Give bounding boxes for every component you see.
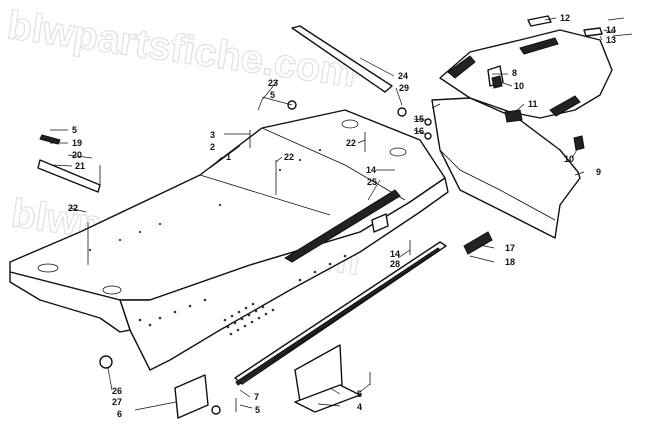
tunnel-front-hole-2: [102, 285, 122, 295]
callout-labels: 1 2 3 4 5 5 5 5 6 7 8 9 10 10 11 12 13 1…: [68, 13, 616, 419]
callout-15: 15: [414, 114, 424, 124]
bumper-cap-13: [583, 27, 603, 37]
rear-bumper-assembly: [439, 15, 633, 119]
callout-14-top: 14: [606, 25, 616, 35]
callout-5-bottom: 5: [255, 405, 260, 415]
snow-flap-24: [291, 25, 393, 93]
callout-14-mid: 14: [366, 165, 376, 175]
watermark: blwpartsfiche.com: [5, 3, 359, 95]
bumper-grip-top: [519, 37, 559, 55]
tunnel-front-flange: [9, 271, 131, 333]
rear-bumper: [439, 29, 613, 119]
callout-5-right: 5: [357, 389, 362, 399]
leader-lines: [50, 17, 615, 411]
callout-28: 28: [390, 259, 400, 269]
callout-13: 13: [606, 35, 616, 45]
callout-5-top: 5: [270, 90, 275, 100]
tunnel-top-hole-2: [389, 147, 407, 157]
clip-10-lower: [573, 135, 585, 151]
callout-6: 6: [117, 409, 122, 419]
callout-12: 12: [560, 13, 570, 23]
tunnel-logo-emblem: [371, 213, 389, 233]
bolt-14-top: [607, 17, 633, 37]
bumper-cap-12: [527, 15, 552, 27]
tunnel-assembly: [9, 109, 449, 371]
callout-10-upper: 10: [514, 81, 524, 91]
callout-14-low: 14: [390, 249, 400, 259]
clip-10-upper: [491, 75, 503, 89]
rear-flap-edge: [439, 149, 556, 221]
washer-29: [397, 107, 407, 117]
callout-1: 1: [226, 152, 231, 162]
bracket-6: [174, 374, 209, 419]
callout-10-lower: 10: [564, 154, 574, 164]
callout-8: 8: [512, 68, 517, 78]
callout-23: 23: [268, 78, 278, 88]
hardware-bolts: [87, 100, 411, 415]
callout-5-left: 5: [72, 125, 77, 135]
tunnel-decal-strip: [284, 189, 401, 263]
callout-25: 25: [367, 177, 377, 187]
callout-24: 24: [398, 71, 408, 81]
callout-27: 27: [112, 397, 122, 407]
tunnel-front-hole: [37, 263, 59, 273]
callout-3: 3: [210, 130, 215, 140]
callout-22-center: 22: [284, 152, 294, 162]
callout-11: 11: [528, 99, 538, 109]
grommet-26: [99, 355, 113, 369]
callout-22-left: 22: [68, 203, 78, 213]
bumper-grip-right: [549, 95, 581, 117]
callout-2: 2: [210, 142, 215, 152]
running-board-edge: [235, 247, 441, 386]
callout-29: 29: [399, 83, 409, 93]
tunnel-top-hole: [341, 119, 359, 129]
bracket-21: [37, 159, 101, 193]
clip-11: [504, 109, 523, 123]
callout-20: 20: [72, 150, 82, 160]
callout-17: 17: [505, 243, 515, 253]
callout-9: 9: [596, 167, 601, 177]
tunnel-ridge: [199, 127, 406, 216]
washer-15: [424, 118, 432, 126]
tunnel-side-panel: [119, 177, 449, 371]
reflector-17: [463, 231, 493, 255]
tunnel-vent-holes: [88, 148, 347, 336]
washer-16: [424, 132, 432, 140]
callout-22-right: 22: [346, 138, 356, 148]
strip-19: [39, 134, 61, 145]
callout-19: 19: [72, 138, 82, 148]
callout-26: 26: [112, 386, 122, 396]
callout-16: 16: [414, 126, 424, 136]
callout-4: 4: [357, 402, 362, 412]
nut-5: [211, 405, 221, 415]
bumper-grip-left: [447, 55, 476, 79]
callout-18: 18: [505, 257, 515, 267]
callout-21: 21: [75, 161, 85, 171]
callout-7: 7: [254, 392, 259, 402]
bracket-4-base: [294, 384, 361, 413]
